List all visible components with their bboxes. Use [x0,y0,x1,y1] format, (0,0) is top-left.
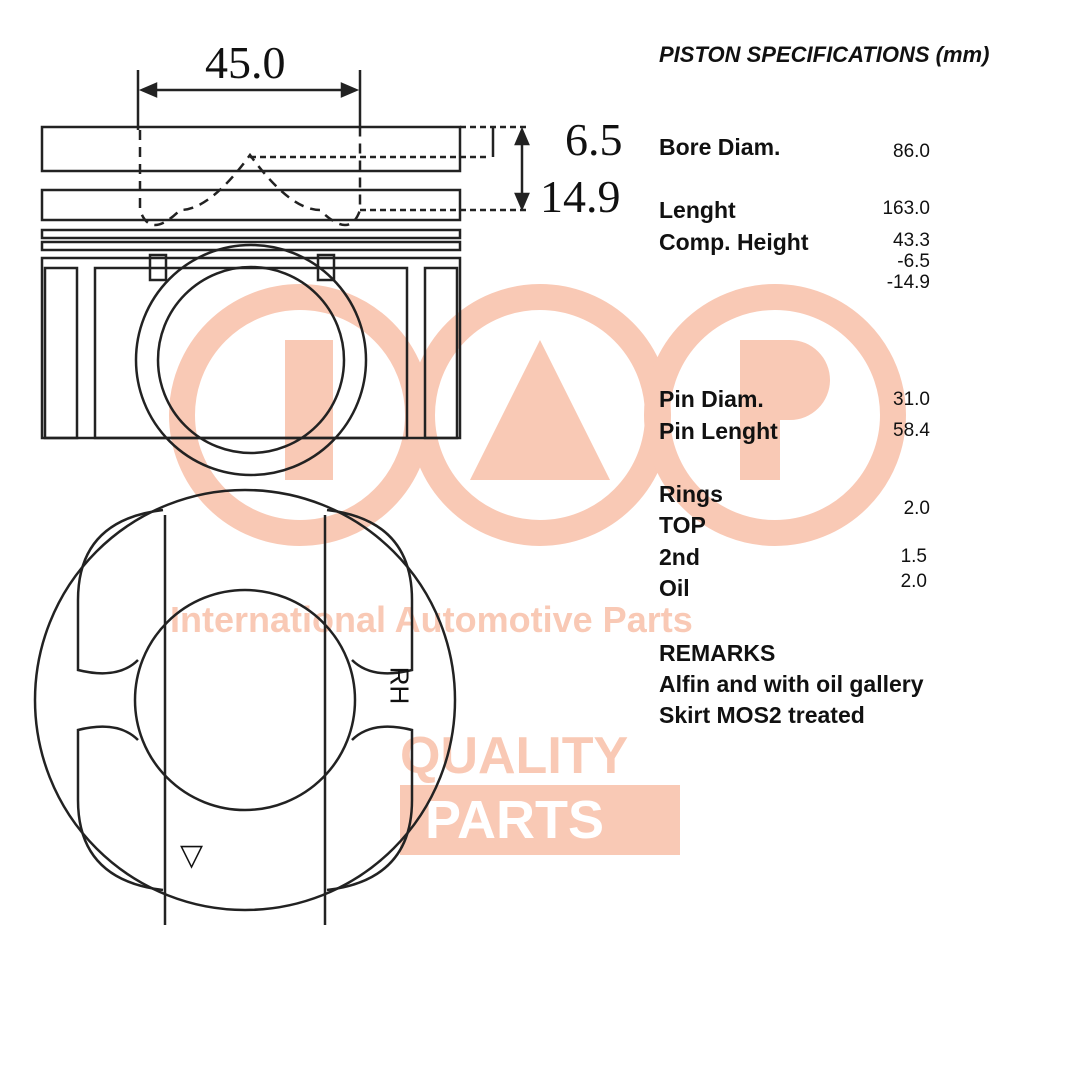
pin-length-label: Pin Lenght [659,418,778,444]
watermark-quality: QUALITY [400,727,629,785]
pin-diam-label: Pin Diam. [659,386,764,412]
second-ring-label: 2nd [659,544,700,570]
pin-diam-value: 31.0 [893,389,930,410]
rings-label: Rings [659,481,723,507]
specs-title: PISTON SPECIFICATIONS (mm) [659,42,990,67]
second-ring-value: 1.5 [900,546,927,567]
remark-2: Skirt MOS2 treated [659,702,865,728]
remark-1: Alfin and with oil gallery [659,671,924,697]
comp-height-value-2: -6.5 [897,251,930,272]
watermark-tagline: International Automotive Parts [170,599,693,640]
length-label: Lenght [659,197,736,223]
length-value: 163.0 [882,198,930,219]
pin-length-value: 58.4 [893,420,930,441]
watermark-parts: PARTS [425,790,605,850]
top-ring-label: TOP [659,512,706,538]
bore-value: 86.0 [893,141,930,162]
piston-drawing [33,70,530,925]
dimension-width: 45.0 [205,37,286,88]
comp-height-label: Comp. Height [659,229,809,255]
rh-marking: RH [384,666,415,705]
comp-height-value-3: -14.9 [886,272,930,293]
top-ring-value: 2.0 [903,498,930,519]
bore-label: Bore Diam. [659,134,781,160]
dimension-top: 6.5 [565,114,623,165]
oil-ring-label: Oil [659,575,690,601]
dimension-bowl: 14.9 [540,171,621,222]
remarks-label: REMARKS [659,640,776,666]
direction-arrow-icon: ▽ [180,839,204,872]
oil-ring-value: 2.0 [900,571,927,592]
comp-height-value: 43.3 [893,230,930,251]
